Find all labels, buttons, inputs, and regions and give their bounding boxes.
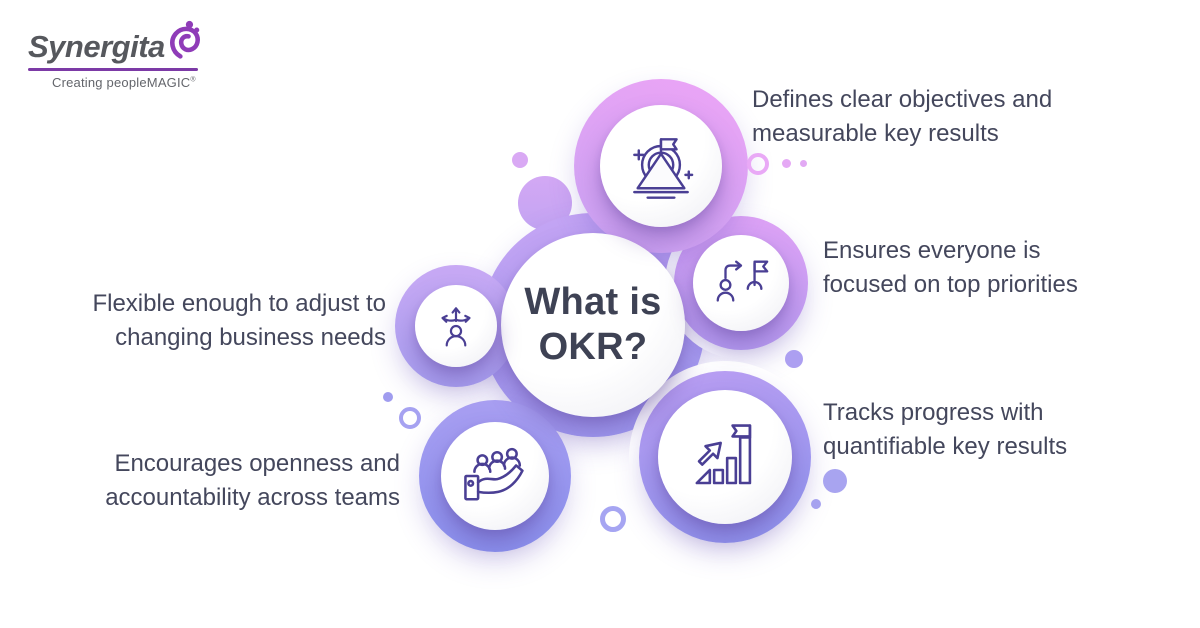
decor-dot-icon xyxy=(782,159,791,168)
logo-underline xyxy=(28,68,198,71)
brand-swirl-icon xyxy=(167,20,201,65)
benefit-label-tracks: Tracks progress with quantifiable key re… xyxy=(823,396,1067,464)
benefit-label-defines: Defines clear objectives and measurable … xyxy=(752,83,1052,151)
decor-ring-icon xyxy=(600,506,626,532)
decor-dot-icon xyxy=(512,152,528,168)
progress-chart-flag-icon xyxy=(686,422,764,492)
registered-mark: ® xyxy=(190,76,196,84)
brand-name: Synergita xyxy=(28,29,165,64)
benefit-line: accountability across teams xyxy=(105,484,400,511)
team-in-hand-icon xyxy=(457,442,533,510)
benefit-line: Defines clear objectives and xyxy=(752,86,1053,113)
benefit-label-openness: Encourages openness and accountability a… xyxy=(105,447,400,515)
benefit-line: measurable key results xyxy=(752,120,999,147)
synergita-logo: Synergita Creating peopleMAGIC® xyxy=(28,20,208,90)
decor-dot-icon xyxy=(800,160,807,167)
benefit-circle-flexible xyxy=(415,285,497,367)
decor-ring-icon xyxy=(399,407,421,429)
benefit-label-flexible: Flexible enough to adjust to changing bu… xyxy=(92,287,386,355)
decor-dot-icon xyxy=(823,469,847,493)
benefit-line: Encourages openness and xyxy=(114,450,400,477)
mountain-goal-icon xyxy=(621,130,701,202)
brand-tagline: Creating peopleMAGIC® xyxy=(28,75,208,90)
benefit-label-focus: Ensures everyone is focused on top prior… xyxy=(823,234,1078,302)
tagline-text: Creating peopleMAGIC xyxy=(52,75,191,90)
benefit-line: focused on top priorities xyxy=(823,271,1078,298)
title-line-1: What is xyxy=(524,281,662,323)
benefit-circle-openness xyxy=(441,422,549,530)
benefit-line: Ensures everyone is xyxy=(823,237,1041,264)
benefit-line: quantifiable key results xyxy=(823,433,1068,460)
adaptable-person-icon xyxy=(429,299,483,353)
title-line-2: OKR? xyxy=(538,326,648,368)
benefit-circle-defines xyxy=(600,105,722,227)
benefit-line: changing business needs xyxy=(115,324,386,351)
decor-dot-icon xyxy=(811,499,821,509)
page-title: What is OKR? xyxy=(524,280,661,370)
benefit-circle-focus xyxy=(693,235,789,331)
decor-ring-icon xyxy=(747,153,769,175)
benefit-line: Tracks progress with xyxy=(823,399,1044,426)
decor-dot-icon xyxy=(383,392,393,402)
priority-flag-icon xyxy=(710,252,772,314)
benefit-circle-tracks xyxy=(658,390,792,524)
benefit-line: Flexible enough to adjust to xyxy=(92,290,386,317)
center-circle: What is OKR? xyxy=(501,233,685,417)
decor-dot-icon xyxy=(785,350,803,368)
